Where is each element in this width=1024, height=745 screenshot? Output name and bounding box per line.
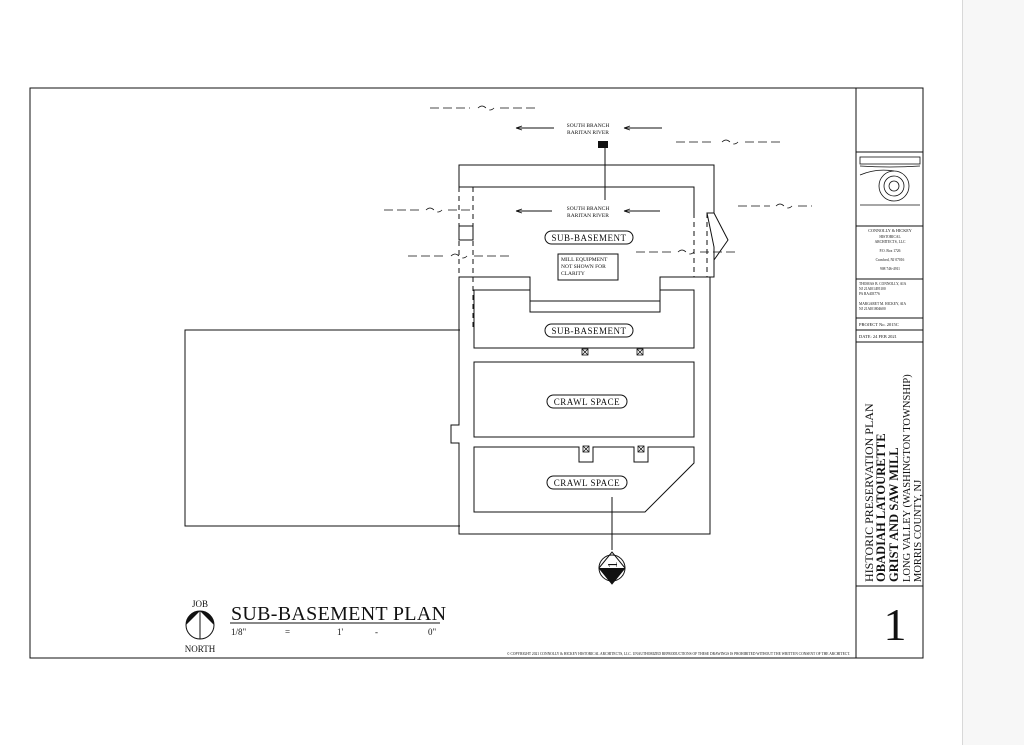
crawl-space-room-upper [473, 361, 695, 438]
scale-part-2: = [285, 627, 290, 637]
flow-arrows [515, 125, 662, 214]
sub-basement-room [473, 289, 695, 349]
label-pill [546, 475, 628, 490]
firm-address-2: Cranford, NJ 07016 [876, 258, 905, 263]
note-line-3: CLARITY [561, 271, 585, 277]
project-number: PROJECT No. 2015C [859, 322, 899, 327]
main-foundation-outline [450, 328, 711, 535]
sheet-border [29, 87, 924, 659]
title-line-1: HISTORIC PRESERVATION PLAN [862, 403, 876, 582]
north-arrow-top-label: JOB [192, 599, 208, 609]
architect-1-name: THOMAS B. CONNOLLY, AIA [859, 282, 907, 287]
drawing-date: DATE: 24 FEB 2021 [859, 334, 897, 339]
label-pill [544, 230, 634, 245]
label-pill [544, 323, 634, 338]
river-label-inner-1: SOUTH BRANCH [567, 206, 610, 212]
firm-sub-1: HISTORICAL [879, 235, 900, 239]
scale-part-5: 0" [428, 627, 437, 637]
room-label-crawl-space-upper: CRAWL SPACE [554, 397, 620, 407]
firm-phone: 908 746-4911 [880, 267, 900, 271]
room-label-sub-basement-upper: SUB-BASEMENT [551, 233, 626, 243]
section-callout-number: 11 [606, 561, 621, 574]
architect-1-nj: NJ 21AI01495100 [859, 287, 886, 291]
north-arrow-icon [186, 611, 214, 625]
scale-part-4: - [375, 627, 378, 637]
sheet-number: 1 [884, 599, 907, 650]
copyright-notice: © COPYRIGHT 2021 CONNOLLY & HICKEY HISTO… [507, 651, 850, 657]
title-line-2: OBADIAH LATOURETTE [874, 433, 888, 582]
title-line-5: MORRIS COUNTY, NJ [913, 480, 924, 582]
firm-address-1: P.O. Box 1726 [880, 249, 901, 253]
architect-2-name: MARGARET M. HICKEY, AIA [859, 302, 906, 307]
column-markers [581, 348, 645, 453]
drawing-sheet [0, 0, 962, 745]
paper-edge [962, 0, 963, 745]
drawing-title: SUB-BASEMENT PLAN [231, 603, 446, 625]
title-block-vertical: HISTORIC PRESERVATION PLAN OBADIAH LATOU… [862, 374, 924, 582]
river-label-top-1: SOUTH BRANCH [567, 123, 610, 129]
river-label-inner-2: RARITAN RIVER [567, 213, 609, 219]
north-arrow-bottom-label: NORTH [185, 644, 216, 654]
section-callout-arrow-icon [599, 568, 625, 584]
scale-part-1: 1/8" [231, 627, 247, 637]
river-marker-icon [598, 141, 608, 148]
ionic-capital-logo-icon [859, 156, 921, 206]
firm-name: CONNOLLY & HICKEY [868, 228, 912, 233]
room-label-crawl-space-lower: CRAWL SPACE [554, 478, 620, 488]
river-lines [384, 105, 812, 259]
dashed-walls [458, 187, 708, 330]
architect-1-pa: PA RA403776 [859, 292, 880, 296]
room-label-sub-basement-lower: SUB-BASEMENT [551, 326, 626, 336]
architect-2-nj: NJ 21AI01804600 [859, 307, 886, 311]
firm-sub-2: ARCHITECTS, LLC [875, 240, 906, 245]
wall-opening [458, 225, 474, 241]
scale-part-3: 1' [337, 627, 344, 637]
note-box [557, 253, 619, 281]
inner-river-wall [473, 186, 695, 213]
gate-outline [713, 212, 729, 261]
note-line-1: MILL EQUIPMENT [561, 257, 608, 263]
title-line-4: LONG VALLEY (WASHINGTON TOWNSHIP) [902, 374, 913, 582]
title-line-3: GRIST AND SAW MILL [887, 447, 901, 582]
river-label-top-2: RARITAN RIVER [567, 130, 609, 136]
label-pill [546, 394, 628, 409]
upper-foundation-outline [458, 164, 715, 328]
crawl-space-room-lower [473, 446, 695, 513]
note-line-2: NOT SHOWN FOR [561, 264, 606, 270]
adjoining-building-outline [184, 329, 460, 527]
